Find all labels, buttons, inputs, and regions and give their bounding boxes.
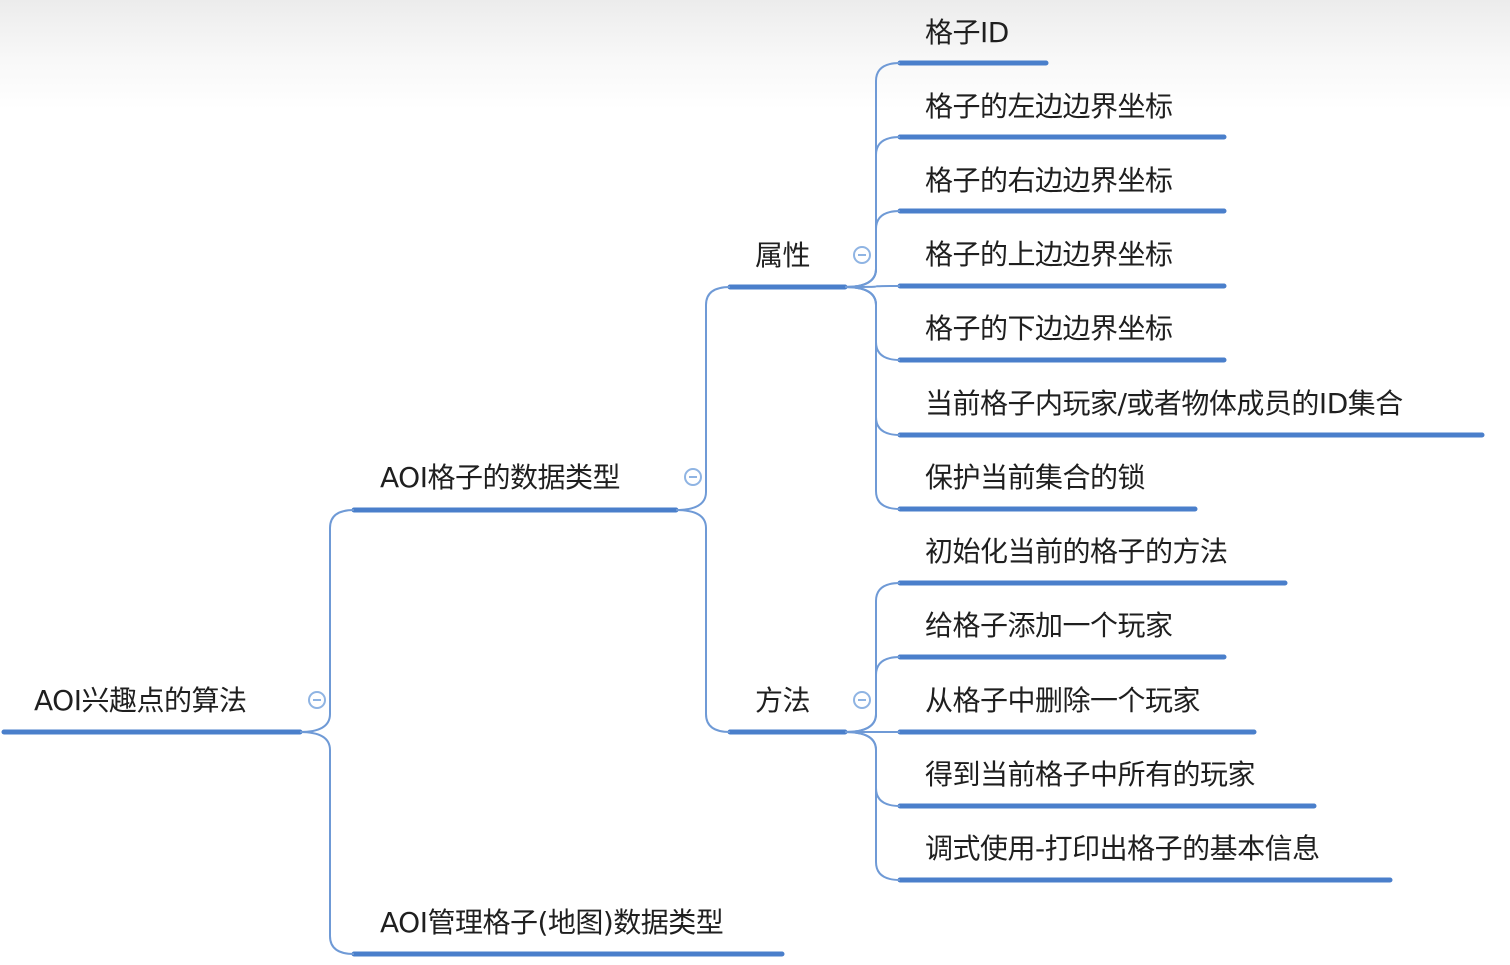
leaf-init-method[interactable]: 初始化当前的格子的方法 <box>925 535 1228 568</box>
methods-to-leaf-1 <box>844 656 901 733</box>
attributes-to-leaf-6 <box>844 286 901 510</box>
attributes-to-leaf-5 <box>844 286 901 436</box>
leaf-right-bound[interactable]: 格子的右边边界坐标 <box>925 164 1173 197</box>
node-aoi-grid-type[interactable]: AOI格子的数据类型 <box>380 461 620 494</box>
leaf-left-bound[interactable]: 格子的左边边界坐标 <box>925 90 1173 123</box>
node-methods[interactable]: 方法 <box>755 684 811 717</box>
methods-to-leaf-4 <box>844 731 901 881</box>
grid-type-to-methods <box>675 509 731 733</box>
leaf-add-player[interactable]: 给格子添加一个玩家 <box>925 609 1173 642</box>
leaf-remove-player[interactable]: 从格子中删除一个玩家 <box>925 684 1201 717</box>
root-collapse-icon[interactable] <box>308 691 326 709</box>
attributes-to-leaf-2 <box>844 210 901 288</box>
attributes-to-leaf-3 <box>844 285 901 288</box>
attributes-to-leaf-4 <box>844 286 901 361</box>
root-to-grid-type <box>299 509 355 733</box>
leaf-member-id-set[interactable]: 当前格子内玩家/或者物体成员的ID集合 <box>925 387 1403 420</box>
methods-collapse-icon[interactable] <box>853 691 871 709</box>
leaf-debug-print[interactable]: 调式使用-打印出格子的基本信息 <box>925 832 1320 865</box>
leaf-bottom-bound[interactable]: 格子的下边边界坐标 <box>925 312 1173 345</box>
attributes-collapse-icon[interactable] <box>853 246 871 264</box>
methods-to-leaf-3 <box>844 731 901 807</box>
root-node-label[interactable]: AOI兴趣点的算法 <box>34 684 247 717</box>
leaf-set-lock[interactable]: 保护当前集合的锁 <box>925 461 1146 494</box>
leaf-grid-id[interactable]: 格子ID <box>925 16 1009 49</box>
node-aoi-manager-type[interactable]: AOI管理格子(地图)数据类型 <box>380 906 724 939</box>
node-attributes[interactable]: 属性 <box>755 239 811 272</box>
grid-type-to-attributes <box>675 286 731 511</box>
leaf-get-all-players[interactable]: 得到当前格子中所有的玩家 <box>925 758 1256 791</box>
aoi-grid-type-collapse-icon[interactable] <box>684 468 702 486</box>
root-to-manager-type <box>299 731 355 955</box>
leaf-top-bound[interactable]: 格子的上边边界坐标 <box>925 238 1173 271</box>
